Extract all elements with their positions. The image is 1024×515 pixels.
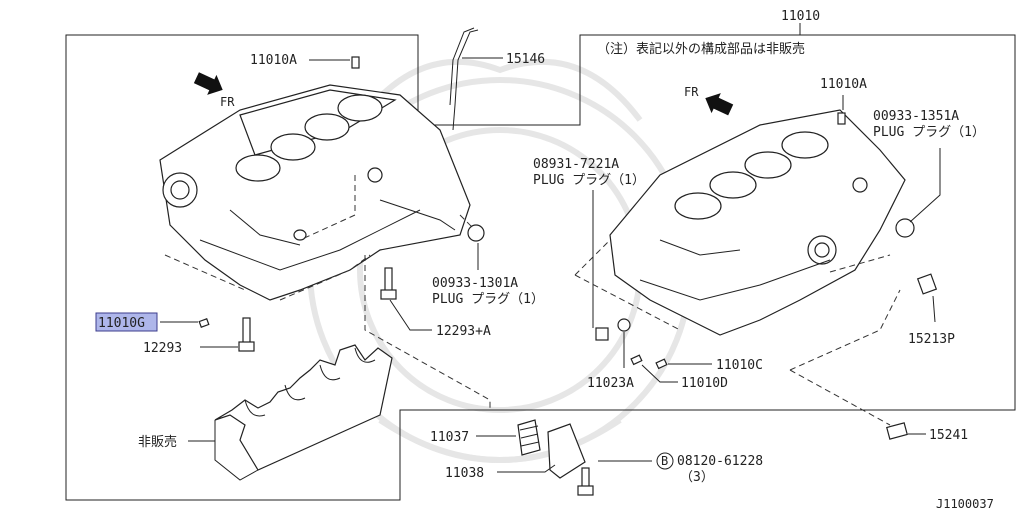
bolt-12293 bbox=[238, 317, 255, 352]
label-11010c[interactable]: 11010C bbox=[716, 358, 763, 373]
label-fr-left: FR bbox=[220, 95, 235, 109]
dowel-11010d bbox=[630, 354, 643, 366]
label-fr-right: FR bbox=[684, 85, 699, 99]
circled-b-icon bbox=[656, 452, 674, 470]
dowel-11010c bbox=[655, 358, 668, 370]
label-00933-1301a[interactable]: 00933-1301A bbox=[432, 276, 518, 291]
label-11038[interactable]: 11038 bbox=[445, 466, 484, 481]
label-15241[interactable]: 15241 bbox=[929, 428, 968, 443]
label-12293[interactable]: 12293 bbox=[143, 341, 182, 356]
label-15146[interactable]: 15146 bbox=[506, 52, 545, 67]
label-11010a-right[interactable]: 11010A bbox=[820, 77, 867, 92]
label-11037[interactable]: 11037 bbox=[430, 430, 469, 445]
label-11023a[interactable]: 11023A bbox=[587, 376, 634, 391]
engine-block-right bbox=[609, 109, 906, 336]
bolt-12293a bbox=[380, 267, 397, 300]
assembly-frame-left bbox=[65, 34, 1016, 501]
dowel-11010a-right bbox=[837, 112, 846, 125]
bearing-caps bbox=[214, 344, 393, 481]
label-group-11010: 11010 bbox=[781, 9, 820, 24]
label-08931-7221a[interactable]: 08931-7221A bbox=[533, 157, 619, 172]
label-plug-08931-7221a: PLUG プラグ（1） bbox=[533, 173, 645, 188]
fr-arrow-left-icon bbox=[193, 72, 223, 95]
dipstick-tube bbox=[449, 27, 479, 131]
label-11010d[interactable]: 11010D bbox=[681, 376, 728, 391]
highlight-box-11010g bbox=[95, 312, 158, 332]
label-11010g[interactable]: 11010G bbox=[98, 316, 145, 331]
label-12293a[interactable]: 12293+A bbox=[436, 324, 491, 339]
bolt-08120-61228 bbox=[577, 467, 594, 496]
diagram-id: J1100037 bbox=[936, 497, 994, 511]
label-not-sold: 非販売 bbox=[138, 434, 177, 450]
label-00933-1351a[interactable]: 00933-1351A bbox=[873, 109, 959, 124]
plug-08931-7221a bbox=[595, 318, 631, 341]
dowel-11010a-left bbox=[351, 56, 360, 69]
label-08120-61228[interactable]: 08120-61228 bbox=[677, 454, 763, 469]
bracket-11037 bbox=[517, 419, 541, 456]
bolt-badge-letter: B bbox=[661, 454, 668, 468]
plug-00933-1351a bbox=[895, 218, 915, 238]
fr-arrow-right-icon bbox=[705, 93, 734, 116]
sensor-15213p bbox=[916, 273, 938, 295]
label-plug-00933-1301a: PLUG プラグ（1） bbox=[432, 292, 544, 307]
label-qty-08120-61228: （3） bbox=[680, 470, 714, 485]
leader-lines bbox=[160, 57, 941, 473]
label-15213p[interactable]: 15213P bbox=[908, 332, 955, 347]
bracket-11038 bbox=[547, 423, 586, 479]
plug-00933-1301a bbox=[467, 224, 485, 242]
sensor-15241 bbox=[886, 422, 908, 440]
engine-block-left bbox=[159, 84, 471, 301]
label-plug-00933-1351a: PLUG プラグ（1） bbox=[873, 125, 985, 140]
label-note: （注）表記以外の構成部品は非販売 bbox=[597, 41, 805, 57]
dowel-11010g bbox=[198, 318, 210, 328]
label-11010a-left[interactable]: 11010A bbox=[250, 53, 297, 68]
